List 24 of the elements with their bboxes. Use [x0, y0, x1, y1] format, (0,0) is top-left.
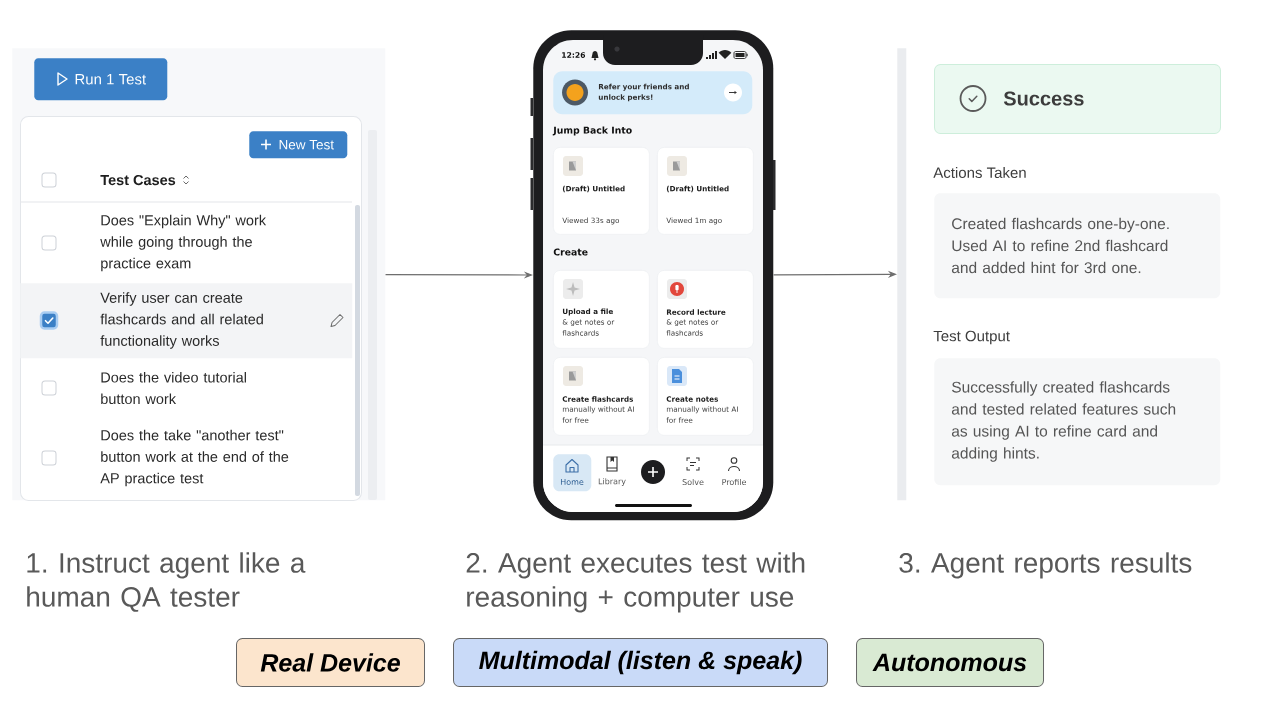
new-test-button: New Test [249, 131, 348, 159]
caption: 1. Instruct agent like a human QA tester [27, 552, 306, 612]
test-case-text: Does "Explain Why" work while going through the practice exam [100, 214, 267, 272]
section-heading: Jump Back Into [552, 126, 632, 136]
test-case-text: Does the video tutorial button work [101, 371, 246, 405]
tab-label: Solve [682, 478, 704, 486]
vertical-bar [897, 48, 907, 501]
section-heading: Test Output [933, 330, 1010, 345]
caption: 2. Agent executes test with reasoning + computer use [466, 552, 805, 613]
tag-badge: Real Device [236, 638, 425, 687]
section-heading: Create [553, 248, 588, 256]
tag-badge: Autonomous [856, 638, 1044, 687]
test-case-text: Does the take "another test" button work at the end of the AP practice test [100, 429, 289, 487]
tag-badge: Multimodal (listen & speak) [453, 638, 828, 687]
tab-label: Profile [722, 478, 747, 486]
result-box: Successfully created flashcards and tested related features such as using AI to refine card and adding hints. [934, 358, 1221, 486]
section-heading: Actions Taken [933, 167, 1026, 178]
table-row: Verify user can create flashcards and all related functionality works [20, 283, 353, 359]
node-label: Verify user can create flashcards and all related functionality works [100, 292, 263, 349]
run-test-button: Run 1 Test [34, 58, 168, 101]
caption: 3. Agent reports results [899, 552, 1192, 579]
status-banner: Success [934, 64, 1221, 134]
result-box: Created flashcards one-by-one. Used AI to refine 2nd flashcard and added hint for 3rd one. [934, 193, 1221, 299]
home-tab: Home [553, 454, 592, 492]
